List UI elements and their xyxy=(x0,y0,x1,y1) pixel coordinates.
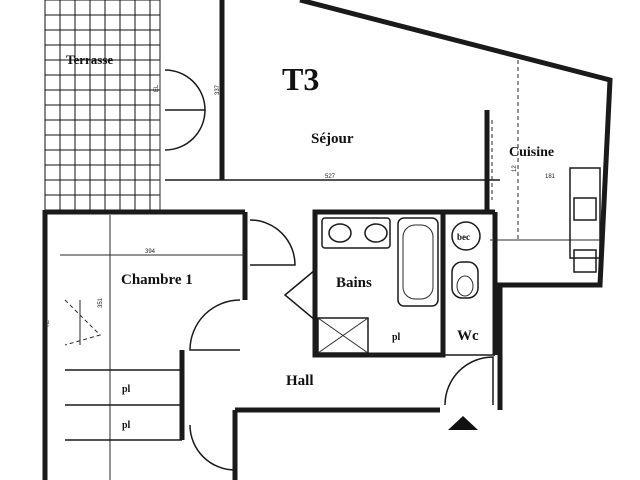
shower-cross-b xyxy=(317,317,369,354)
chambre-door xyxy=(249,219,296,266)
double-vanity xyxy=(321,217,391,249)
kitchen-stove-icon xyxy=(573,249,597,273)
dim-chambre-width: 394 xyxy=(145,249,156,255)
exterior-walls xyxy=(42,0,613,480)
label-hall: Hall xyxy=(286,373,314,389)
dim-left-mark: YE xyxy=(45,320,51,328)
dim-cuisine-width: 181 xyxy=(545,174,556,180)
toilet-bowl xyxy=(456,275,474,297)
label-chambre: Chambre 1 xyxy=(121,272,193,288)
label-wc: Wc xyxy=(457,328,479,344)
label-placard-2: pl xyxy=(122,420,131,431)
water-heater-icon xyxy=(451,221,481,251)
label-terrasse: Terrasse xyxy=(66,52,113,67)
wc-door xyxy=(444,356,494,406)
label-placard-bains: pl xyxy=(392,332,401,343)
bathtub-icon xyxy=(397,217,439,307)
kitchen-fixtures xyxy=(491,120,601,273)
terrace-door-top xyxy=(164,69,206,111)
east-wall xyxy=(299,0,613,410)
terrace-door-bottom xyxy=(164,109,206,151)
plan-title: T3 xyxy=(282,61,319,97)
interior-walls xyxy=(60,60,600,480)
dim-chambre-depth: 351 xyxy=(98,297,104,308)
dimension-marks: 527 181 394 351 337 EL YE 12 xyxy=(45,84,556,328)
bains-walls xyxy=(312,209,446,358)
sink-left-icon xyxy=(328,223,352,243)
chambre-hall-door xyxy=(189,299,241,351)
dim-sejour-width: 527 xyxy=(325,174,336,180)
dim-cuisine-depth: 12 xyxy=(512,165,518,172)
bains-door xyxy=(283,268,316,322)
shower-tray-icon xyxy=(317,317,369,354)
label-ballon: bec xyxy=(457,232,470,242)
chambre-window-swing xyxy=(64,299,101,346)
toilet-icon xyxy=(451,261,479,299)
terrace-area xyxy=(44,0,161,211)
kitchen-sink-icon xyxy=(573,197,597,221)
label-placard-1: pl xyxy=(122,384,131,395)
sink-right-icon xyxy=(364,223,388,243)
label-sejour: Séjour xyxy=(311,131,354,147)
entry-door xyxy=(189,424,236,471)
label-cuisine: Cuisine xyxy=(509,145,554,160)
label-bains: Bains xyxy=(336,275,372,291)
room-labels: T3 Séjour Cuisine Terrasse Chambre 1 Bai… xyxy=(66,52,554,431)
bathroom-fixtures xyxy=(317,217,481,354)
entrance-arrow-icon xyxy=(448,416,478,430)
bathtub-inner xyxy=(402,224,434,300)
kitchen-counter xyxy=(569,167,601,259)
dim-sejour-depth: 337 xyxy=(215,84,221,95)
dim-terrasse: EL xyxy=(154,84,160,92)
terrace-tile-grid xyxy=(45,0,160,210)
doors xyxy=(64,69,494,471)
